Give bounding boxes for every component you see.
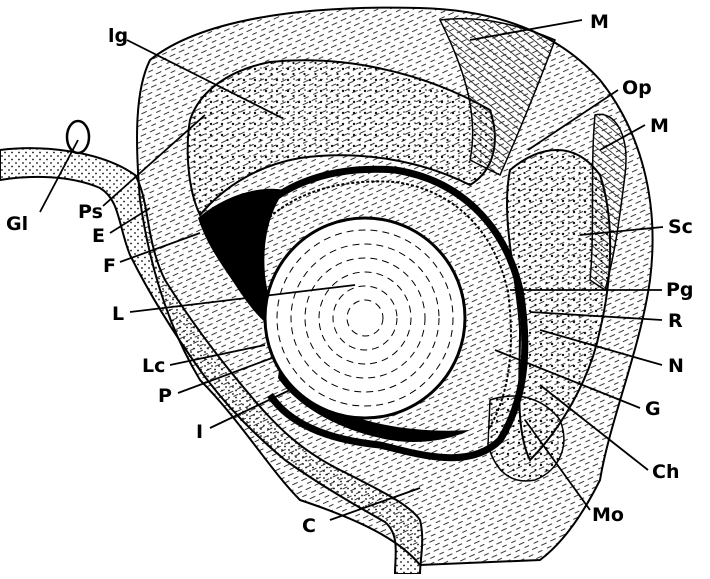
label-Pg: Pg: [666, 279, 694, 301]
label-M2: M: [650, 115, 669, 137]
gland: [67, 121, 89, 153]
label-C: C: [302, 515, 316, 537]
label-Lc: Lc: [142, 355, 165, 377]
label-F: F: [103, 255, 116, 277]
label-M1: M: [590, 11, 609, 33]
lens: [265, 218, 465, 418]
label-Ch: Ch: [652, 461, 679, 483]
label-R: R: [668, 310, 683, 332]
label-Ps: Ps: [78, 201, 103, 223]
label-L: L: [112, 303, 124, 325]
label-Gl: Gl: [6, 213, 28, 235]
label-Op: Op: [622, 77, 652, 99]
label-I: I: [196, 421, 203, 443]
label-N: N: [668, 355, 684, 377]
label-lg: lg: [108, 25, 128, 47]
label-G: G: [645, 398, 661, 420]
label-P: P: [158, 385, 172, 407]
label-Sc: Sc: [668, 216, 693, 238]
label-Mo: Mo: [592, 504, 624, 526]
label-E: E: [92, 225, 105, 247]
